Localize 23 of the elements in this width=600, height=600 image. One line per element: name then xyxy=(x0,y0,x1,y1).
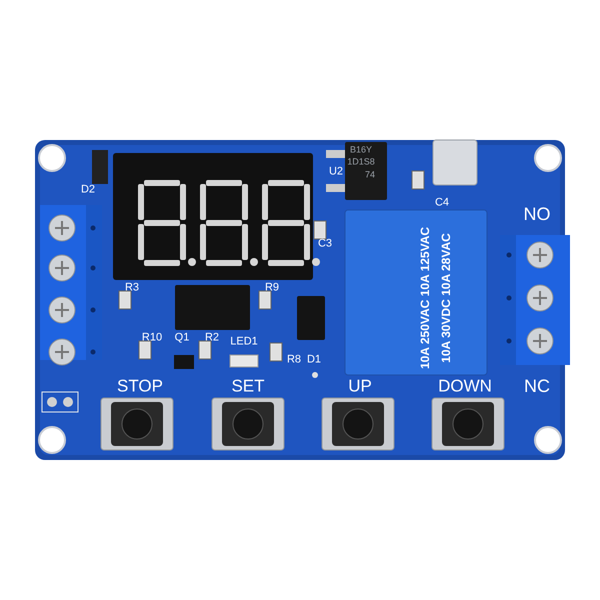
relay-rating-text: 10A 30VDC 10A 28VAC xyxy=(440,233,452,363)
silkscreen-label: D1 xyxy=(306,354,322,366)
button-label: DOWN xyxy=(438,378,492,394)
silkscreen-label: LED1 xyxy=(230,336,258,348)
terminal-label: NC xyxy=(524,377,550,395)
button-label: SET xyxy=(231,378,265,394)
button-label: STOP xyxy=(117,378,163,394)
silkscreen-label: C4 xyxy=(434,198,450,208)
silkscreen-label: Q1 xyxy=(174,332,190,344)
silkscreen-label: R2 xyxy=(204,332,220,344)
relay-rating-text: 10A 250VAC 10A 125VAC xyxy=(419,226,431,370)
silkscreen-label: D2 xyxy=(80,184,96,196)
chip-marking: B16Y xyxy=(350,146,372,154)
silkscreen-label: R3 xyxy=(124,282,140,294)
silkscreen-label: C3 xyxy=(318,238,332,250)
silkscreen-label: U2 xyxy=(328,166,344,178)
chip-marking: 1D1S8 xyxy=(347,158,375,166)
silkscreen-label: R10 xyxy=(142,332,162,344)
silkscreen-label: R9 xyxy=(264,282,280,294)
terminal-label: NO xyxy=(524,205,550,223)
silkscreen-label: R8 xyxy=(286,354,302,366)
chip-marking: 74 xyxy=(365,170,375,180)
button-label: UP xyxy=(348,378,372,394)
